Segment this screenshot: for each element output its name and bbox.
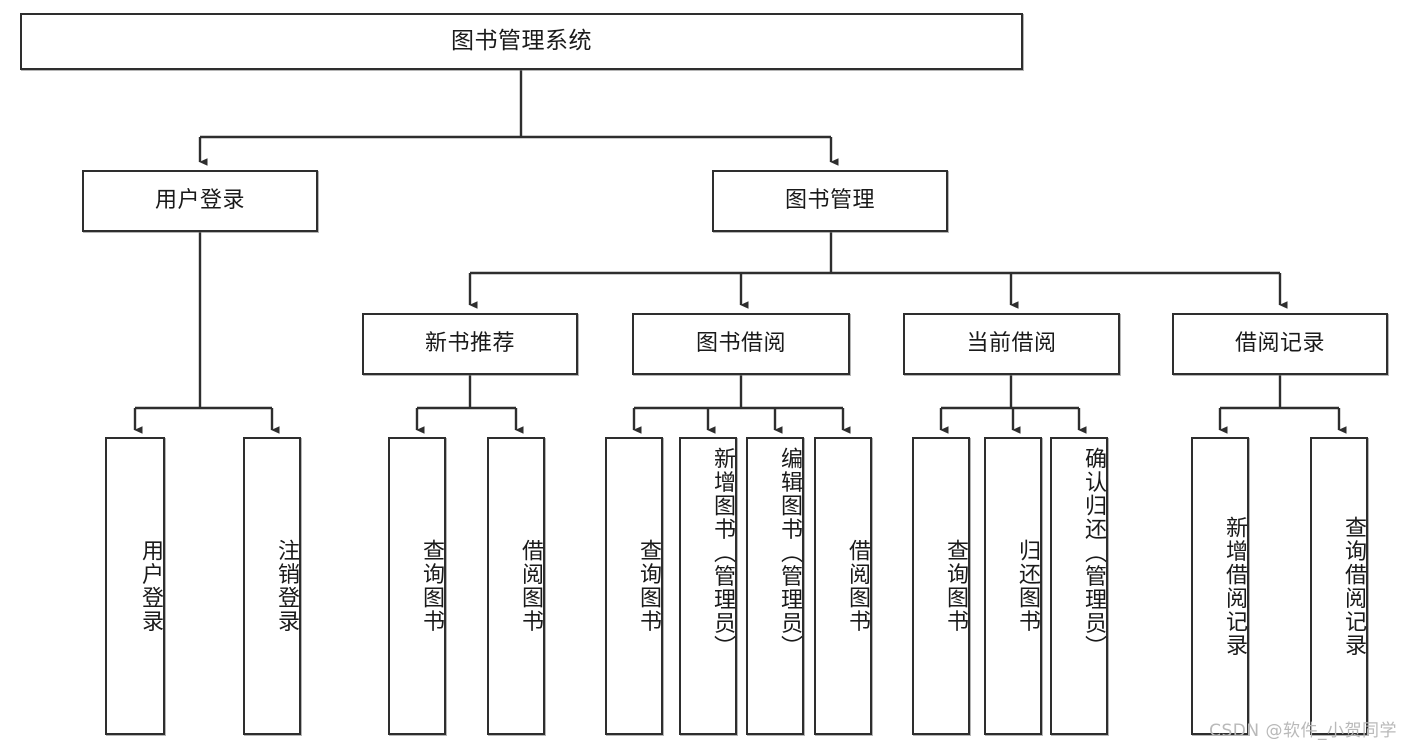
leaf-borrow-book-recommend-label: 借阅图书 xyxy=(518,539,543,633)
node-book-borrow-label: 图书借阅 xyxy=(695,330,786,356)
node-book-management[interactable]: 图书管理 xyxy=(712,170,948,232)
leaf-logout-label: 注销登录 xyxy=(274,539,299,633)
leaf-query-book-current[interactable]: 查询图书 xyxy=(912,437,970,735)
node-root-label: 图书管理系统 xyxy=(451,27,592,54)
node-current-borrow-label: 当前借阅 xyxy=(966,330,1057,356)
leaf-confirm-return-admin-label: 确认归还（管理员） xyxy=(1081,447,1106,659)
leaf-query-book-borrow[interactable]: 查询图书 xyxy=(605,437,663,735)
leaf-add-borrow-record-label: 新增借阅记录 xyxy=(1222,515,1247,657)
leaf-edit-book-admin[interactable]: 编辑图书（管理员） xyxy=(746,437,804,735)
node-new-book-recommend-label: 新书推荐 xyxy=(424,330,515,356)
node-user-login[interactable]: 用户登录 xyxy=(82,170,318,232)
leaf-borrow-book-borrow[interactable]: 借阅图书 xyxy=(814,437,872,735)
node-current-borrow[interactable]: 当前借阅 xyxy=(903,313,1120,375)
leaf-confirm-return-admin[interactable]: 确认归还（管理员） xyxy=(1050,437,1108,735)
leaf-borrow-book-recommend[interactable]: 借阅图书 xyxy=(487,437,545,735)
leaf-add-borrow-record[interactable]: 新增借阅记录 xyxy=(1191,437,1249,735)
node-root[interactable]: 图书管理系统 xyxy=(20,13,1023,70)
leaf-query-book-recommend[interactable]: 查询图书 xyxy=(388,437,446,735)
node-book-management-label: 图书管理 xyxy=(784,187,875,213)
leaf-query-book-recommend-label: 查询图书 xyxy=(419,539,444,633)
leaf-user-login[interactable]: 用户登录 xyxy=(105,437,165,735)
node-book-borrow[interactable]: 图书借阅 xyxy=(632,313,850,375)
watermark: CSDN @软件_小贺同学 xyxy=(1209,721,1397,741)
node-borrow-record[interactable]: 借阅记录 xyxy=(1172,313,1388,375)
leaf-return-book-label: 归还图书 xyxy=(1015,539,1040,633)
node-borrow-record-label: 借阅记录 xyxy=(1234,330,1325,356)
node-user-login-label: 用户登录 xyxy=(154,187,245,213)
leaf-edit-book-admin-label: 编辑图书（管理员） xyxy=(777,447,802,659)
leaf-query-book-current-label: 查询图书 xyxy=(943,539,968,633)
leaf-borrow-book-borrow-label: 借阅图书 xyxy=(845,539,870,633)
leaf-query-book-borrow-label: 查询图书 xyxy=(636,539,661,633)
leaf-return-book[interactable]: 归还图书 xyxy=(984,437,1042,735)
leaf-user-login-label: 用户登录 xyxy=(138,539,163,633)
leaf-add-book-admin[interactable]: 新增图书（管理员） xyxy=(679,437,737,735)
node-new-book-recommend[interactable]: 新书推荐 xyxy=(362,313,578,375)
leaf-add-book-admin-label: 新增图书（管理员） xyxy=(710,447,735,659)
leaf-logout[interactable]: 注销登录 xyxy=(243,437,301,735)
leaf-query-borrow-record[interactable]: 查询借阅记录 xyxy=(1310,437,1368,735)
leaf-query-borrow-record-label: 查询借阅记录 xyxy=(1341,515,1366,657)
